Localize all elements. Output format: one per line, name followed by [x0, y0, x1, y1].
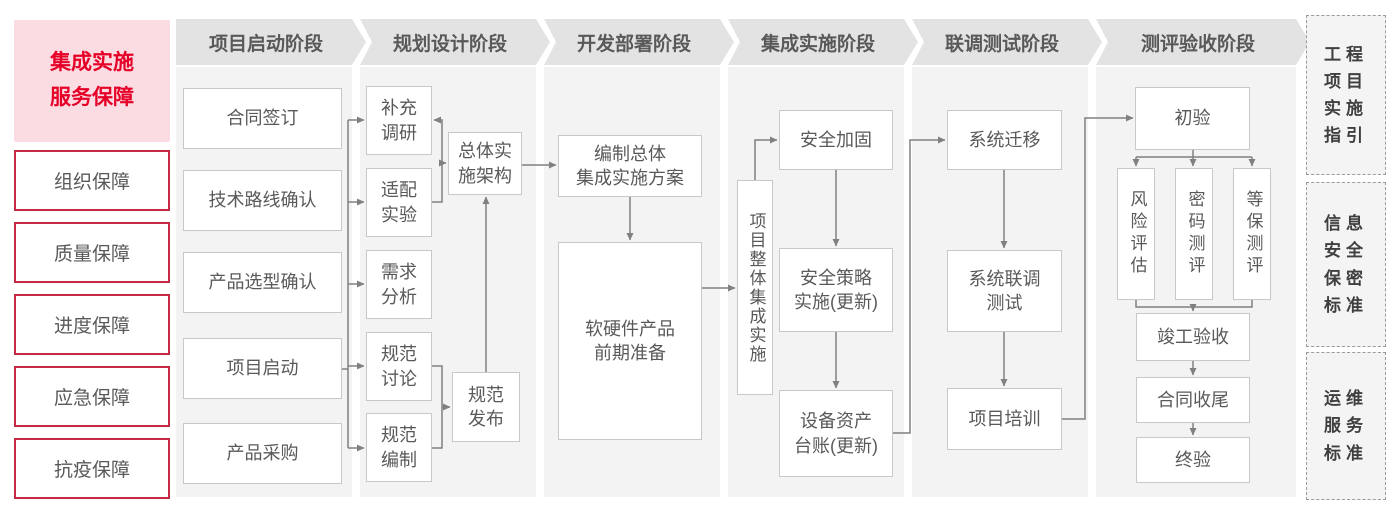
node-system-joint-debug-test: 系统联调 测试: [947, 250, 1062, 332]
node-adaptation-experiment: 适配 实验: [366, 168, 432, 237]
sidebar-header: 集成实施 服务保障: [14, 20, 170, 142]
right-panel-project-guide: 工程 项目 实施 指引: [1306, 15, 1386, 175]
right-panel-ops-standard: 运维 服务 标准: [1306, 352, 1386, 500]
connector-training-to-initial: [1062, 114, 1134, 420]
node-supplementary-research: 补充 调研: [366, 86, 432, 155]
node-final-acceptance: 终验: [1136, 437, 1250, 483]
phase-header-development: 开发部署阶段: [544, 19, 734, 65]
node-security-hardening: 安全加固: [779, 110, 893, 170]
node-project-training: 项目培训: [947, 388, 1062, 450]
connector-adaptation-to-research: [432, 116, 443, 203]
sidebar-item-epidemic: 抗疫保障: [14, 438, 170, 499]
right-panel-security-standard: 信息 安全 保密 标准: [1306, 182, 1386, 347]
sidebar-item-schedule: 进度保障: [14, 294, 170, 355]
node-system-migration: 系统迁移: [947, 110, 1062, 170]
node-classified-protection-evaluation: 等保测评: [1233, 168, 1271, 300]
phase-header-label: 集成实施阶段: [760, 33, 875, 55]
connector-merge-bus: [1135, 300, 1253, 308]
node-compile-overall-plan: 编制总体 集成实施方案: [558, 135, 702, 197]
node-tech-route-confirm: 技术路线确认: [183, 170, 342, 231]
node-overall-impl-architecture: 总体实 施架构: [448, 132, 522, 195]
node-hw-sw-preparation: 软硬件产品 前期准备: [558, 242, 702, 440]
phase-header-label: 开发部署阶段: [576, 33, 691, 55]
phase-header-label: 联调测试阶段: [944, 33, 1059, 55]
connector-spec-bracket: [432, 365, 443, 449]
sidebar-item-organization: 组织保障: [14, 150, 170, 211]
node-crypto-evaluation: 密码测评: [1175, 168, 1213, 300]
node-completion-acceptance: 竣工验收: [1136, 313, 1250, 361]
node-asset-ledger-update: 设备资产 台账(更新): [779, 390, 893, 477]
connector-ledger-to-migration: [893, 136, 946, 434]
node-requirement-analysis: 需求 分析: [366, 250, 432, 319]
phase-header-joint-test: 联调测试阶段: [912, 19, 1102, 65]
phase-header-startup: 项目启动阶段: [176, 19, 366, 65]
node-spec-discussion: 规范 讨论: [366, 332, 432, 401]
node-risk-assessment: 风险评估: [1117, 168, 1155, 300]
node-contract-closure: 合同收尾: [1136, 377, 1250, 423]
connector-integration-to-hardening: [754, 136, 778, 180]
node-spec-release: 规范 发布: [452, 372, 520, 442]
phase-header-label: 测评验收阶段: [1140, 33, 1255, 55]
node-product-selection-confirm: 产品选型确认: [183, 252, 342, 313]
sidebar-item-emergency: 应急保障: [14, 366, 170, 427]
node-project-kickoff: 项目启动: [183, 338, 342, 399]
phase-header-label: 项目启动阶段: [208, 33, 323, 55]
phase-header-label: 规划设计阶段: [392, 33, 507, 55]
phase-header-planning: 规划设计阶段: [360, 19, 550, 65]
node-security-policy-impl: 安全策略 实施(更新): [779, 248, 893, 332]
node-product-procurement: 产品采购: [183, 423, 342, 484]
node-overall-integration-impl: 项目整体集成实施: [737, 180, 773, 395]
node-spec-compilation: 规范 编制: [366, 413, 432, 482]
phase-header-acceptance: 测评验收阶段: [1096, 19, 1310, 65]
node-contract-signing: 合同签订: [183, 88, 342, 149]
sidebar-item-quality: 质量保障: [14, 222, 170, 283]
phase-header-integration: 集成实施阶段: [728, 19, 918, 65]
node-initial-acceptance: 初验: [1135, 87, 1250, 150]
